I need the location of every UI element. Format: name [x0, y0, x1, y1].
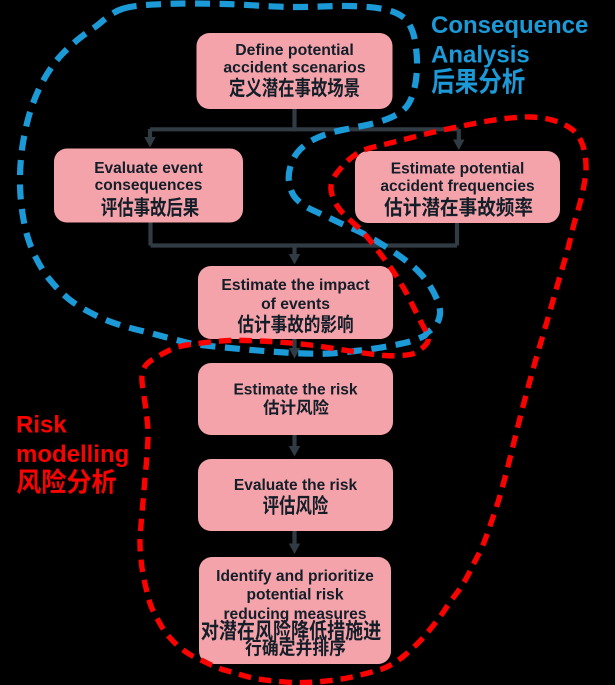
svg-text:Consequence: Consequence — [431, 12, 588, 39]
svg-text:Estimate the risk: Estimate the risk — [233, 382, 357, 399]
svg-text:Analysis: Analysis — [431, 42, 530, 69]
svg-text:Define potential: Define potential — [235, 42, 353, 59]
svg-text:Evaluate event: Evaluate event — [94, 160, 203, 177]
svg-text:modelling: modelling — [16, 441, 129, 468]
svg-text:consequences: consequences — [95, 177, 203, 194]
svg-text:Evaluate the risk: Evaluate the risk — [234, 477, 358, 494]
svg-text:of events: of events — [261, 296, 330, 313]
svg-text:Identify and prioritize: Identify and prioritize — [216, 568, 374, 585]
svg-text:accident frequencies: accident frequencies — [380, 178, 534, 195]
svg-text:reducing measures: reducing measures — [223, 606, 366, 623]
svg-text:potential risk: potential risk — [246, 587, 343, 604]
svg-text:accident scenarios: accident scenarios — [223, 60, 365, 77]
svg-text:Estimate potential: Estimate potential — [391, 160, 525, 177]
svg-text:Estimate the impact: Estimate the impact — [221, 277, 370, 294]
svg-text:Risk: Risk — [16, 412, 67, 439]
